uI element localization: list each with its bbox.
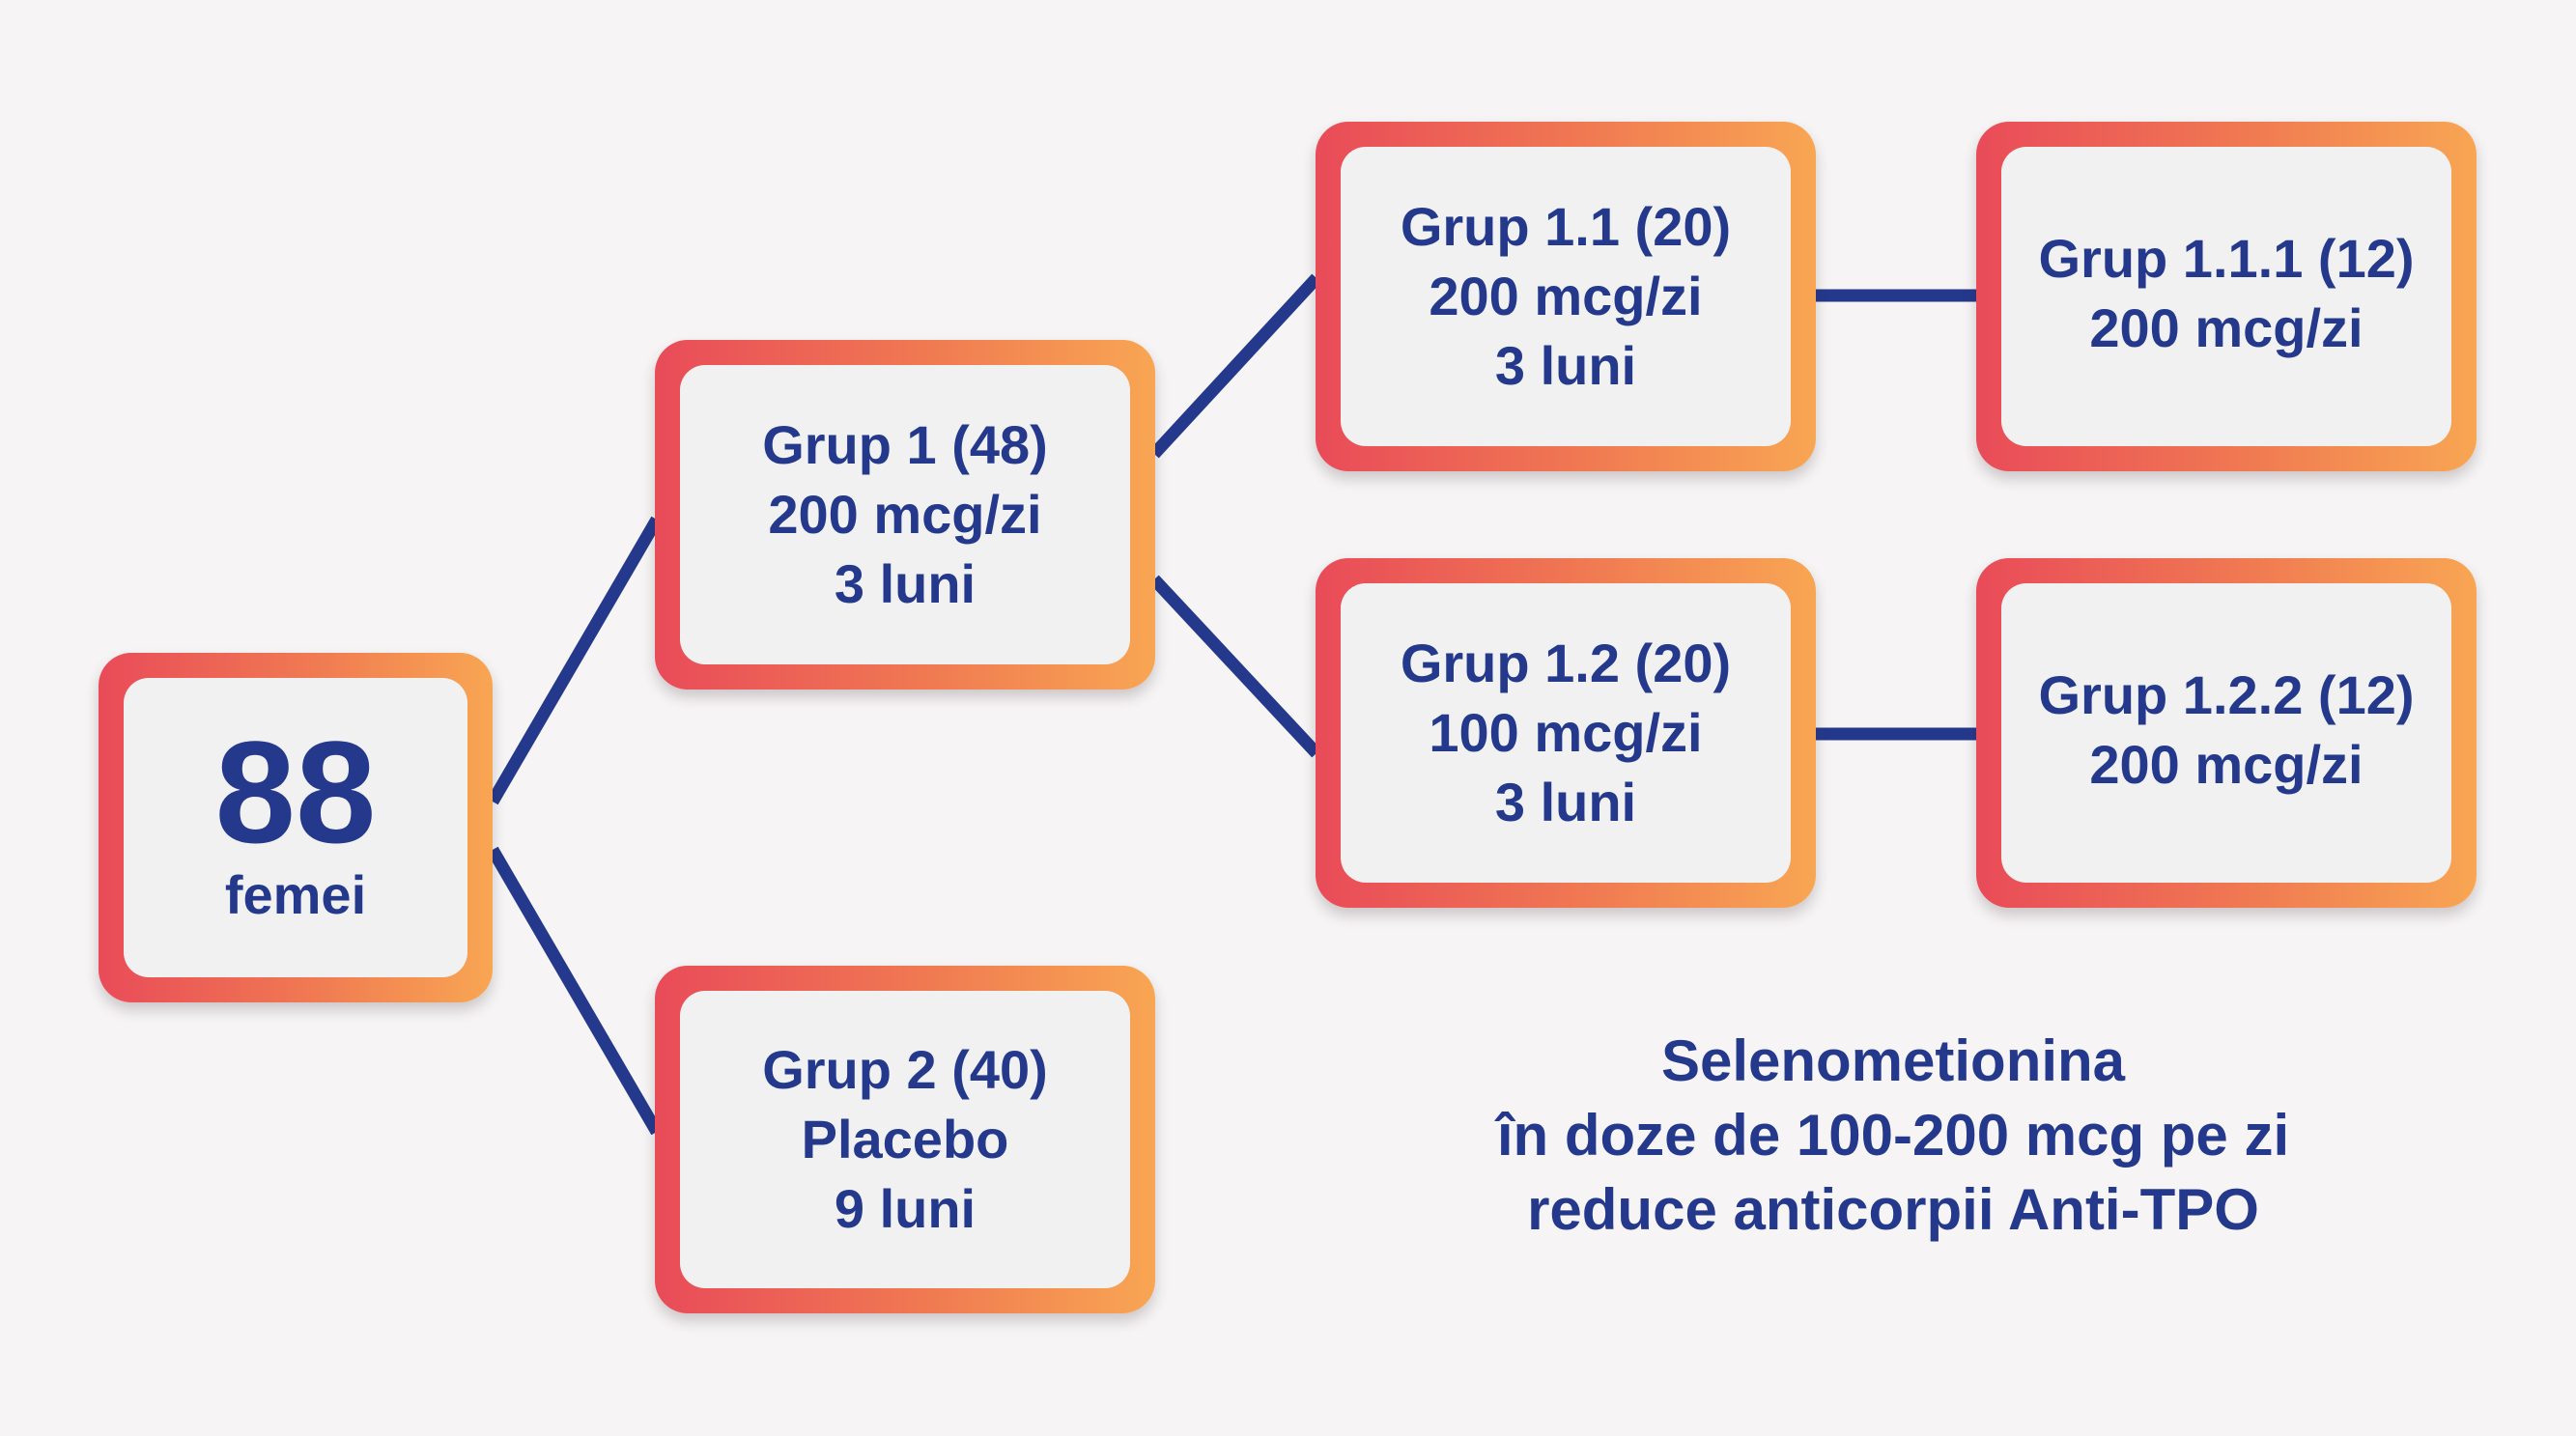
caption-line-2: în doze de 100-200 mcg pe zi [1496,1103,2290,1168]
group-1-1-1-inner: Grup 1.1.1 (12) 200 mcg/zi [2001,147,2451,446]
group-1-title: Grup 1 (48) [762,414,1048,475]
group-1-1-title: Grup 1.1 (20) [1400,196,1732,257]
group-2-treatment: Placebo [801,1109,1009,1169]
group-2-node: Grup 2 (40) Placebo 9 luni [655,966,1155,1313]
group-1-duration: 3 luni [834,553,977,614]
group-1-1-1-title: Grup 1.1.1 (12) [2038,228,2415,289]
group-1-1-1-dose: 200 mcg/zi [2089,297,2364,358]
connector-root-g1 [487,516,663,805]
group-1-2-title: Grup 1.2 (20) [1400,633,1732,693]
group-1-1-inner: Grup 1.1 (20) 200 mcg/zi 3 luni [1341,147,1791,446]
group-1-2-node: Grup 1.2 (20) 100 mcg/zi 3 luni [1316,558,1816,908]
group-2-inner: Grup 2 (40) Placebo 9 luni [680,991,1130,1288]
group-2-title: Grup 2 (40) [762,1039,1048,1100]
caption-line-3: reduce anticorpii Anti-TPO [1527,1177,2259,1242]
root-node-inner: 88 femei [124,678,467,977]
group-1-node: Grup 1 (48) 200 mcg/zi 3 luni [655,340,1155,690]
group-1-2-dose: 100 mcg/zi [1429,702,1703,763]
summary-caption: Selenometionina în doze de 100-200 mcg p… [1381,1024,2405,1247]
group-1-1-node: Grup 1.1 (20) 200 mcg/zi 3 luni [1316,122,1816,471]
connector-g1-g11 [1149,273,1321,459]
group-1-inner: Grup 1 (48) 200 mcg/zi 3 luni [680,365,1130,664]
root-node: 88 femei [99,653,493,1002]
root-label: femei [224,864,367,925]
group-1-2-2-inner: Grup 1.2.2 (12) 200 mcg/zi [2001,583,2451,883]
caption-line-1: Selenometionina [1660,1028,2126,1093]
group-1-1-1-node: Grup 1.1.1 (12) 200 mcg/zi [1976,122,2477,471]
connector-root-g2 [487,846,663,1136]
root-count: 88 [214,711,377,873]
group-1-2-inner: Grup 1.2 (20) 100 mcg/zi 3 luni [1341,583,1791,883]
group-1-1-duration: 3 luni [1494,335,1637,396]
group-1-2-2-title: Grup 1.2.2 (12) [2038,664,2415,725]
group-2-duration: 9 luni [834,1178,977,1239]
group-1-2-duration: 3 luni [1494,772,1637,832]
group-1-1-dose: 200 mcg/zi [1429,266,1703,326]
group-1-2-2-dose: 200 mcg/zi [2089,734,2364,795]
group-1-2-2-node: Grup 1.2.2 (12) 200 mcg/zi [1976,558,2477,908]
connector-g1-g12 [1149,575,1321,758]
group-1-dose: 200 mcg/zi [768,484,1042,545]
